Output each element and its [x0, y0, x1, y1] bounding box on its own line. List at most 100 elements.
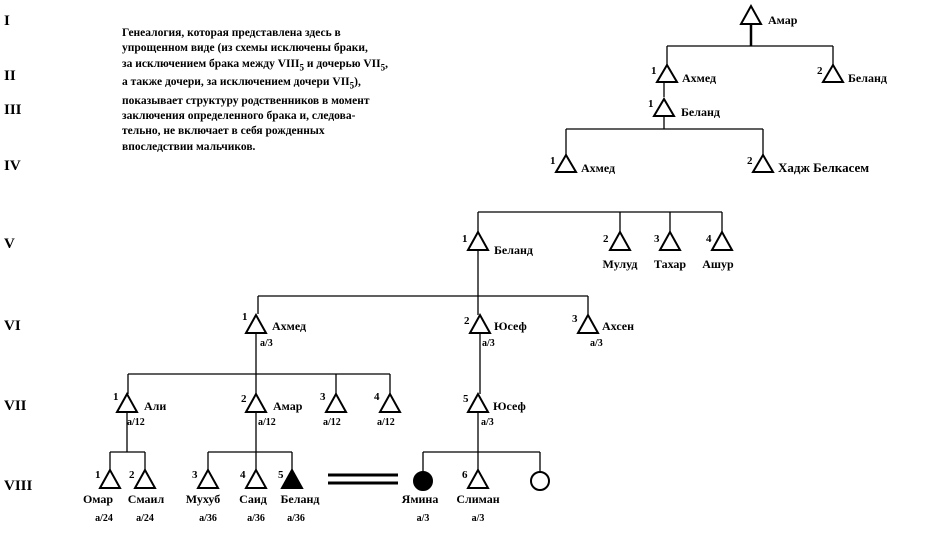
person-name: Саид	[239, 492, 267, 506]
person-number: 2	[817, 65, 823, 77]
generation-label-VII: VII	[4, 398, 27, 414]
person-name: Амар	[768, 13, 798, 27]
person-number: 2	[747, 155, 753, 167]
generation-label-I: I	[4, 13, 10, 29]
male-triangle-icon	[652, 97, 676, 117]
person-code: а/3	[590, 338, 603, 349]
male-triangle-icon	[576, 312, 600, 334]
person-number: 3	[192, 469, 198, 481]
generation-label-VI: VI	[4, 318, 21, 334]
male-filled-triangle-icon	[280, 467, 304, 489]
person-code: а/12	[323, 417, 341, 428]
person-name: Ямина	[402, 492, 439, 506]
person-name: Али	[144, 399, 166, 413]
female-filled-circle-icon	[413, 471, 433, 491]
male-triangle-icon	[466, 391, 490, 413]
person-number: 3	[654, 233, 660, 245]
person-labels: Амар 1 Ахмед 2 Беланд 1 Беланд 1 Ахмед 2…	[83, 13, 887, 524]
male-triangle-icon	[751, 153, 775, 173]
connector-lines	[109, 24, 834, 472]
person-number: 1	[462, 233, 468, 245]
male-triangle-icon	[466, 229, 490, 251]
person-name: Беланд	[281, 492, 320, 506]
male-triangle-icon	[655, 63, 679, 83]
male-triangle-icon	[244, 467, 268, 489]
person-code: а/3	[417, 513, 430, 524]
person-number: 4	[374, 391, 380, 403]
person-name: Мулуд	[603, 257, 638, 271]
male-triangle-icon	[554, 153, 578, 173]
marriage-bar	[328, 473, 398, 485]
person-code: а/24	[136, 513, 154, 524]
person-name: Мухуб	[186, 492, 221, 506]
person-number: 1	[113, 391, 119, 403]
person-name: Ахмед	[682, 71, 716, 85]
person-name: Беланд	[681, 105, 720, 119]
person-number: 1	[651, 65, 657, 77]
male-triangle-icon	[608, 229, 632, 251]
person-name: Беланд	[494, 243, 533, 257]
person-number: 1	[95, 469, 101, 481]
person-number: 6	[462, 469, 468, 481]
person-number: 1	[242, 311, 248, 323]
generation-label-III: III	[4, 102, 22, 118]
male-triangle-icon	[133, 467, 157, 489]
male-triangle-icon	[739, 3, 763, 25]
male-triangle-icon	[244, 312, 268, 334]
female-circle-icon	[530, 471, 550, 491]
generation-label-II: II	[4, 68, 16, 84]
person-code: а/36	[287, 513, 305, 524]
person-number: 3	[320, 391, 326, 403]
person-number: 1	[648, 98, 654, 110]
person-number: 4	[240, 469, 246, 481]
person-name: Беланд	[848, 71, 887, 85]
male-triangle-icon	[244, 391, 268, 413]
generation-label-IV: IV	[4, 158, 21, 174]
explanatory-note: Генеалогия, которая представлена здесь в…	[122, 27, 388, 153]
person-name: Омар	[83, 492, 113, 506]
person-number: 2	[603, 233, 609, 245]
person-name: Ахмед	[581, 161, 615, 175]
person-code: а/36	[247, 513, 265, 524]
male-triangle-icon	[821, 63, 845, 83]
person-code: а/12	[127, 417, 145, 428]
person-number: 5	[463, 393, 469, 405]
person-code: а/3	[260, 338, 273, 349]
person-number: 3	[572, 313, 578, 325]
person-name: Смаил	[128, 492, 165, 506]
person-name: Ахсен	[602, 319, 634, 333]
person-number: 1	[550, 155, 556, 167]
person-name: Тахар	[654, 257, 687, 271]
male-triangle-icon	[196, 467, 220, 489]
male-triangle-icon	[98, 467, 122, 489]
person-code: а/3	[482, 338, 495, 349]
person-name: Ашур	[702, 257, 734, 271]
person-code: а/12	[377, 417, 395, 428]
male-triangle-icon	[324, 391, 348, 413]
male-triangle-icon	[710, 229, 734, 251]
person-name: Слиман	[456, 492, 499, 506]
person-number: 4	[706, 233, 712, 245]
person-name: Юсеф	[493, 399, 526, 413]
person-code: а/3	[472, 513, 485, 524]
person-name: Ахмед	[272, 319, 306, 333]
person-name: Хадж Белкасем	[778, 160, 869, 175]
person-number: 2	[241, 393, 247, 405]
person-code: а/24	[95, 513, 113, 524]
male-triangle-icon	[378, 391, 402, 413]
person-symbols	[98, 3, 845, 491]
person-number: 5	[278, 469, 284, 481]
male-triangle-icon	[115, 391, 139, 413]
person-code: а/12	[258, 417, 276, 428]
person-code: а/3	[481, 417, 494, 428]
person-name: Амар	[273, 399, 303, 413]
person-code: а/36	[199, 513, 217, 524]
person-number: 2	[464, 315, 470, 327]
generation-label-V: V	[4, 236, 15, 252]
male-triangle-icon	[468, 312, 492, 334]
male-triangle-icon	[466, 467, 490, 489]
person-name: Юсеф	[494, 319, 527, 333]
person-number: 2	[129, 469, 135, 481]
